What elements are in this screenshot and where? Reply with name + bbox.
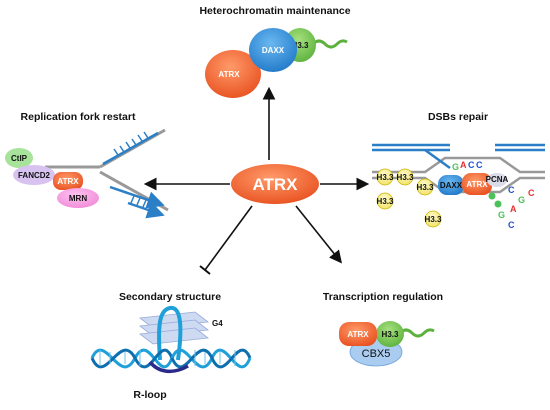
h33-label: H3.3 — [377, 197, 394, 206]
fancd2-label: FANCD2 — [18, 171, 51, 180]
pcna-node — [487, 173, 507, 187]
inhibit-secondary-structure — [204, 205, 253, 271]
fancd2-node — [13, 165, 55, 185]
ctip-node — [5, 148, 33, 168]
replication-title: Replication fork restart — [21, 111, 136, 123]
inhibit-bar — [199, 265, 211, 275]
h33-node — [376, 192, 394, 210]
nascent-lower — [109, 185, 165, 209]
r-loop-helix — [90, 348, 252, 374]
nucleotide-letter: G — [498, 210, 505, 220]
r-loop-label: R-loop — [133, 389, 166, 401]
atrx-label: ATRX — [347, 330, 369, 339]
h33-label: H3.3 — [425, 215, 442, 224]
center-atrx-node — [231, 164, 319, 204]
atrx-label: ATRX — [466, 180, 488, 189]
green-dot — [494, 200, 502, 208]
fork-ladder-upper — [113, 131, 149, 156]
daxx-label: DAXX — [440, 181, 463, 190]
dsb-title: DSBs repair — [428, 111, 488, 123]
nucleotide-letter: C — [528, 188, 535, 198]
nascent-lower-2 — [127, 201, 165, 219]
h33-node — [416, 178, 434, 196]
daxx-node — [438, 175, 464, 195]
nucleotide-letter: G — [452, 162, 459, 172]
atrx-node — [205, 50, 261, 98]
h33-node — [396, 168, 414, 186]
mrn-label: MRN — [69, 194, 87, 203]
nucleotide-letter: C — [476, 160, 483, 170]
h33-node — [376, 168, 394, 186]
nucleotide-letters: G A C C C G C A G C — [452, 160, 535, 230]
g4-stack — [138, 311, 210, 345]
g4-label: G4 — [212, 319, 223, 328]
atrx-label: ATRX — [218, 70, 240, 79]
arrow-to-transcription — [295, 205, 342, 264]
nucleotide-letter: C — [508, 220, 515, 230]
nucleotide-letter: G — [518, 195, 525, 205]
h33-label: H3.3 — [417, 183, 434, 192]
ctip-label: CtIP — [11, 154, 28, 163]
transcription-title: Transcription regulation — [323, 291, 443, 303]
daxx-label: DAXX — [262, 46, 285, 55]
heterochromatin-title: Heterochromatin maintenance — [199, 5, 350, 17]
h33-label: H3.3 — [377, 173, 394, 182]
h33-node — [424, 210, 442, 228]
h33-label: H3.3 — [397, 173, 414, 182]
g4-loop — [157, 306, 183, 361]
secondary-title: Secondary structure — [119, 291, 221, 303]
h33-label: H3.3 — [382, 330, 399, 339]
atrx-node — [339, 322, 377, 346]
atrx-node — [53, 172, 83, 190]
cbx5-label: CBX5 — [362, 348, 391, 360]
mrn-node — [57, 188, 99, 208]
daxx-node — [249, 28, 297, 72]
h33-node — [376, 321, 404, 347]
center-atrx-label: ATRX — [252, 175, 298, 194]
nucleotide-letter: A — [460, 160, 467, 170]
atrx-node — [462, 173, 492, 195]
nascent-upper — [102, 131, 159, 166]
nucleotide-letter: A — [510, 204, 517, 214]
nucleotide-letter: C — [468, 160, 475, 170]
h33-label: H3.3 — [292, 41, 309, 50]
atrx-label: ATRX — [57, 177, 79, 186]
green-dot — [488, 192, 496, 200]
h33-tail — [398, 328, 435, 338]
fork-ladder-lower — [130, 195, 153, 210]
nucleotide-letter: C — [508, 185, 515, 195]
r-loop-rungs — [99, 350, 236, 366]
pcna-label: PCNA — [486, 175, 509, 184]
h33-tail — [311, 39, 348, 49]
